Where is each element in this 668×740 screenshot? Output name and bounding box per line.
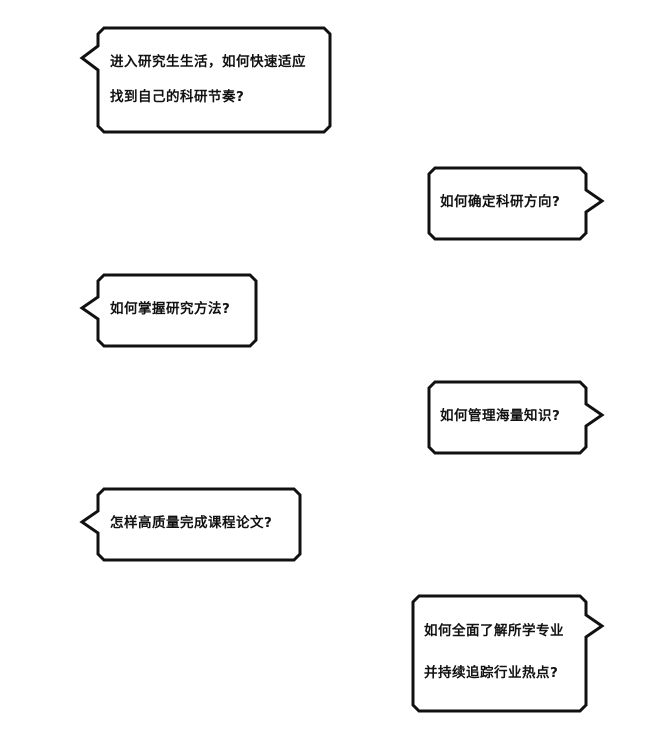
speech-bubble-outline [79,273,258,348]
speech-bubble-4: 如何管理海量知识? [426,379,606,456]
bubble-4-line-1: 如何管理海量知识? [440,408,561,424]
bubble-2-line-1: 如何确定科研方向? [440,194,561,210]
bubble-5-line-1: 怎样高质量完成课程论文? [110,515,273,531]
bubble-6-line-2: 并持续追踪行业热点? [424,665,559,681]
speech-bubble-5: 怎样高质量完成课程论文? [79,486,302,563]
speech-bubble-6: 如何全面了解所学专业 并持续追踪行业热点? [410,593,606,714]
speech-bubble-outline [427,380,605,455]
speech-bubble-outline [427,166,605,241]
speech-bubble-3: 如何掌握研究方法? [79,272,258,349]
bubble-1-line-1: 进入研究生生活，如何快速适应 [110,54,306,70]
speech-bubble-2: 如何确定科研方向? [426,165,606,242]
bubble-6-line-1: 如何全面了解所学专业 [424,623,564,639]
speech-bubble-outline [79,487,302,562]
bubble-3-line-1: 如何掌握研究方法? [110,301,231,317]
speech-bubble-outline [79,26,332,134]
speech-bubble-1: 进入研究生生活，如何快速适应 找到自己的科研节奏? [79,25,332,135]
speech-bubble-outline [411,594,605,713]
bubble-1-line-2: 找到自己的科研节奏? [110,89,245,105]
